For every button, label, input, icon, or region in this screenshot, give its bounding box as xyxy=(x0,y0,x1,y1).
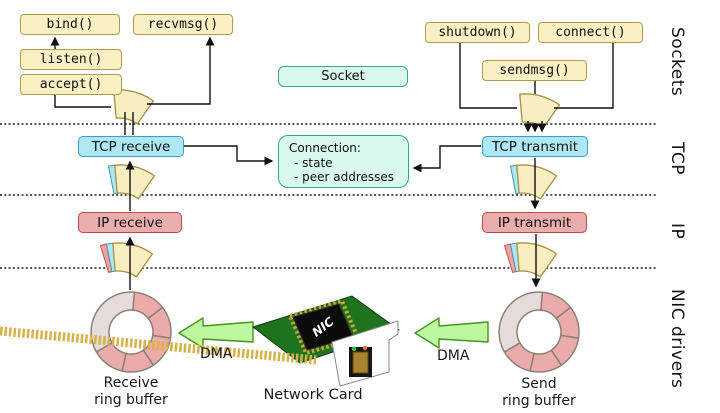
layer-label-sockets: Sockets xyxy=(667,27,687,97)
funnel-ip-transmit xyxy=(503,242,558,278)
connection-peer-item: - peer addresses xyxy=(294,170,395,184)
ethernet-port-inner xyxy=(352,351,369,374)
line-shutdown-to-funnel xyxy=(459,43,517,109)
network-card-illustration: NIC xyxy=(0,295,401,387)
ip-receive-box: IP receive xyxy=(78,212,182,233)
receive-ring-label-line1: Receive xyxy=(103,375,159,391)
send-ring-buffer xyxy=(498,291,580,373)
tcp-transmit-box: TCP transmit xyxy=(482,136,588,157)
ring-free-segment xyxy=(498,291,544,353)
funnel-tcp-transmit xyxy=(509,164,558,200)
dma-right-label: DMA xyxy=(437,348,470,364)
connector-lines xyxy=(50,36,614,290)
arrow-tcp-receive-to-connection xyxy=(184,145,274,166)
led-green xyxy=(351,346,357,352)
socket-box: Socket xyxy=(278,66,408,87)
ring-filled-segment xyxy=(95,342,127,372)
arrow-funnel-to-recvmsg xyxy=(147,36,215,105)
dma-arrows xyxy=(178,317,489,349)
accept-box: accept() xyxy=(20,74,122,95)
send-ring-label: Send ring buffer xyxy=(484,376,594,409)
dma-arrow-send-ring-to-card xyxy=(414,317,489,349)
receive-ring-buffer xyxy=(90,291,172,373)
sendmsg-box: sendmsg() xyxy=(482,60,587,81)
receive-ring-label: Receive ring buffer xyxy=(76,375,186,408)
connection-title: Connection: xyxy=(289,141,361,155)
bind-box: bind() xyxy=(20,14,120,35)
funnel-ip-receive xyxy=(99,242,154,278)
chip-pins xyxy=(287,298,361,356)
send-ring-label-line2: ring buffer xyxy=(502,392,576,409)
shutdown-box: shutdown() xyxy=(425,22,530,43)
ring-filled-segment xyxy=(503,342,535,372)
connection-state-item: - state xyxy=(294,155,333,170)
edge-connector-pins xyxy=(0,326,317,365)
funnel-socket-receive xyxy=(113,89,155,125)
listen-box: listen() xyxy=(20,49,122,70)
layer-label-nic: NIC drivers xyxy=(667,289,687,389)
recvmsg-box: recvmsg() xyxy=(133,14,233,35)
connect-box: connect() xyxy=(538,22,643,43)
connection-box: Connection: - state - peer addresses xyxy=(278,135,409,188)
arrow-tcp-transmit-to-connection xyxy=(412,145,481,173)
send-ring-label-line1: Send xyxy=(521,376,557,392)
led-orange xyxy=(362,345,368,351)
layer-label-ip: IP xyxy=(667,222,687,240)
line-accept-to-funnel xyxy=(54,95,111,108)
layer-label-tcp: TCP xyxy=(667,142,687,176)
dma-arrow-card-to-receive-ring xyxy=(178,317,254,349)
funnel-tcp-receive xyxy=(107,164,156,200)
funnel-socket-transmit xyxy=(519,93,561,129)
network-card-label: Network Card xyxy=(263,387,363,403)
tcp-receive-box: TCP receive xyxy=(78,136,184,157)
ip-transmit-box: IP transmit xyxy=(482,212,587,233)
dma-left-label: DMA xyxy=(200,346,233,362)
line-connect-to-funnel xyxy=(554,43,614,109)
receive-ring-label-line2: ring buffer xyxy=(94,391,168,408)
